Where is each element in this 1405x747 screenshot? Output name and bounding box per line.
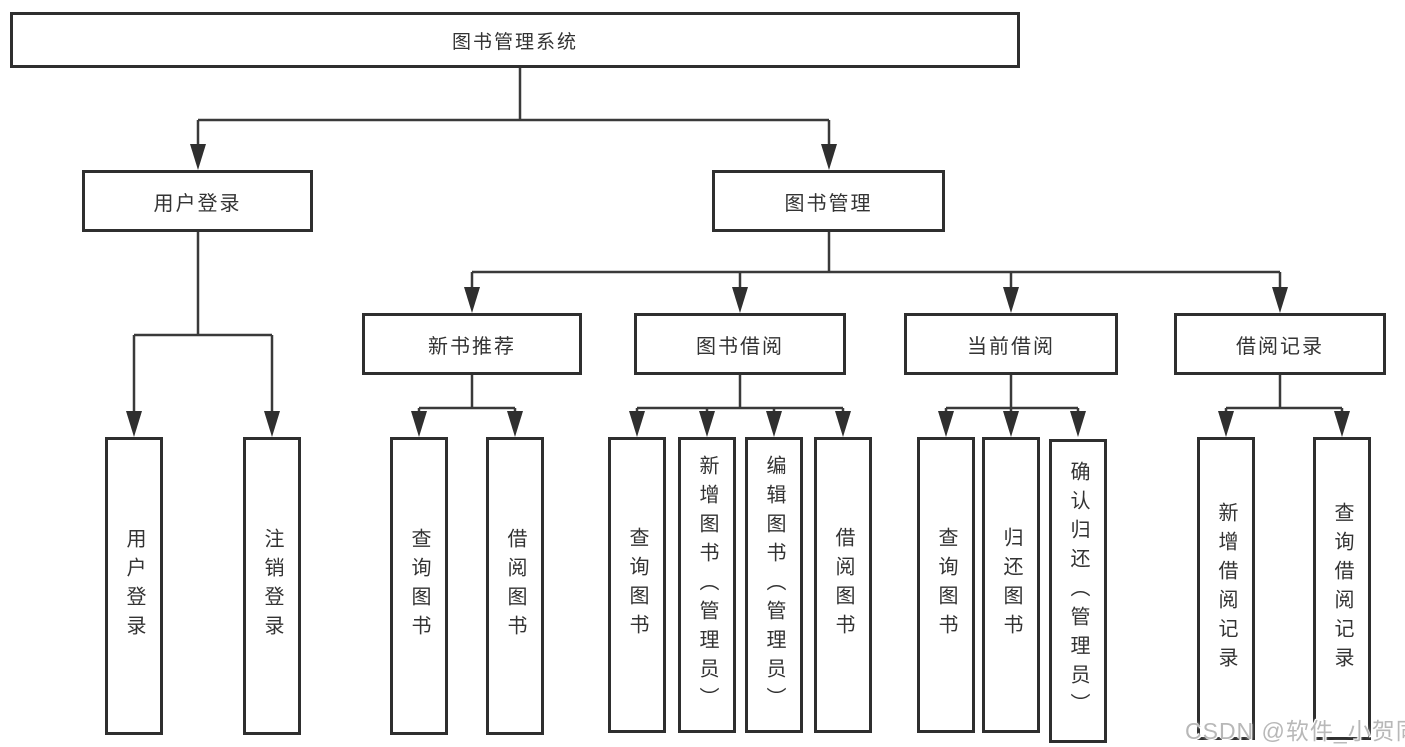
leaf-current-query-books: 查询图书	[917, 437, 975, 733]
leaf-current-confirm-return-admin-label: 确认归还（管理员）	[1067, 460, 1089, 722]
node-book-management: 图书管理	[712, 170, 945, 232]
leaf-current-query-books-label: 查询图书	[935, 527, 957, 643]
leaf-user-login: 用户登录	[105, 437, 163, 735]
leaf-borrow-query-books: 查询图书	[608, 437, 666, 733]
leaf-borrow-add-books-admin: 新增图书（管理员）	[678, 437, 736, 733]
node-new-book-recommend-label: 新书推荐	[428, 335, 516, 358]
node-root-label: 图书管理系统	[451, 31, 578, 53]
node-current-borrowing-label: 当前借阅	[967, 335, 1055, 358]
leaf-current-return-books-label: 归还图书	[1000, 527, 1022, 643]
node-root: 图书管理系统	[10, 12, 1020, 68]
node-borrowing-records-label: 借阅记录	[1236, 335, 1324, 358]
arrowheads	[126, 144, 1350, 437]
node-borrowing-records: 借阅记录	[1174, 313, 1386, 375]
node-book-management-label: 图书管理	[784, 192, 873, 215]
leaf-current-return-books: 归还图书	[982, 437, 1040, 733]
leaf-logout: 注销登录	[243, 437, 301, 735]
leaf-borrow-borrow-books-label: 借阅图书	[832, 527, 854, 643]
leaf-records-add-record-label: 新增借阅记录	[1215, 501, 1237, 676]
leaf-borrow-edit-books-admin: 编辑图书（管理员）	[745, 437, 803, 733]
node-user-login-label: 用户登录	[153, 192, 242, 215]
leaf-user-login-label: 用户登录	[123, 528, 145, 644]
leaf-logout-label: 注销登录	[261, 528, 283, 644]
node-book-borrowing-label: 图书借阅	[696, 335, 784, 358]
leaf-current-confirm-return-admin: 确认归还（管理员）	[1049, 439, 1107, 743]
csdn-watermark: CSDN @软件_小贺同学	[1185, 718, 1405, 744]
leaf-borrow-add-books-admin-label: 新增图书（管理员）	[696, 454, 718, 716]
leaf-newrec-borrow-books: 借阅图书	[486, 437, 544, 735]
node-new-book-recommend: 新书推荐	[362, 313, 582, 375]
leaf-newrec-query-books-label: 查询图书	[408, 528, 430, 644]
leaf-records-query-record-label: 查询借阅记录	[1331, 501, 1353, 676]
connector-lines	[132, 68, 1344, 415]
node-user-login: 用户登录	[82, 170, 313, 232]
leaf-records-query-record: 查询借阅记录	[1313, 437, 1371, 740]
leaf-newrec-borrow-books-label: 借阅图书	[504, 528, 526, 644]
node-current-borrowing: 当前借阅	[904, 313, 1118, 375]
leaf-borrow-borrow-books: 借阅图书	[814, 437, 872, 733]
leaf-records-add-record: 新增借阅记录	[1197, 437, 1255, 740]
leaf-borrow-query-books-label: 查询图书	[626, 527, 648, 643]
leaf-borrow-edit-books-admin-label: 编辑图书（管理员）	[763, 454, 785, 716]
leaf-newrec-query-books: 查询图书	[390, 437, 448, 735]
node-book-borrowing: 图书借阅	[634, 313, 846, 375]
